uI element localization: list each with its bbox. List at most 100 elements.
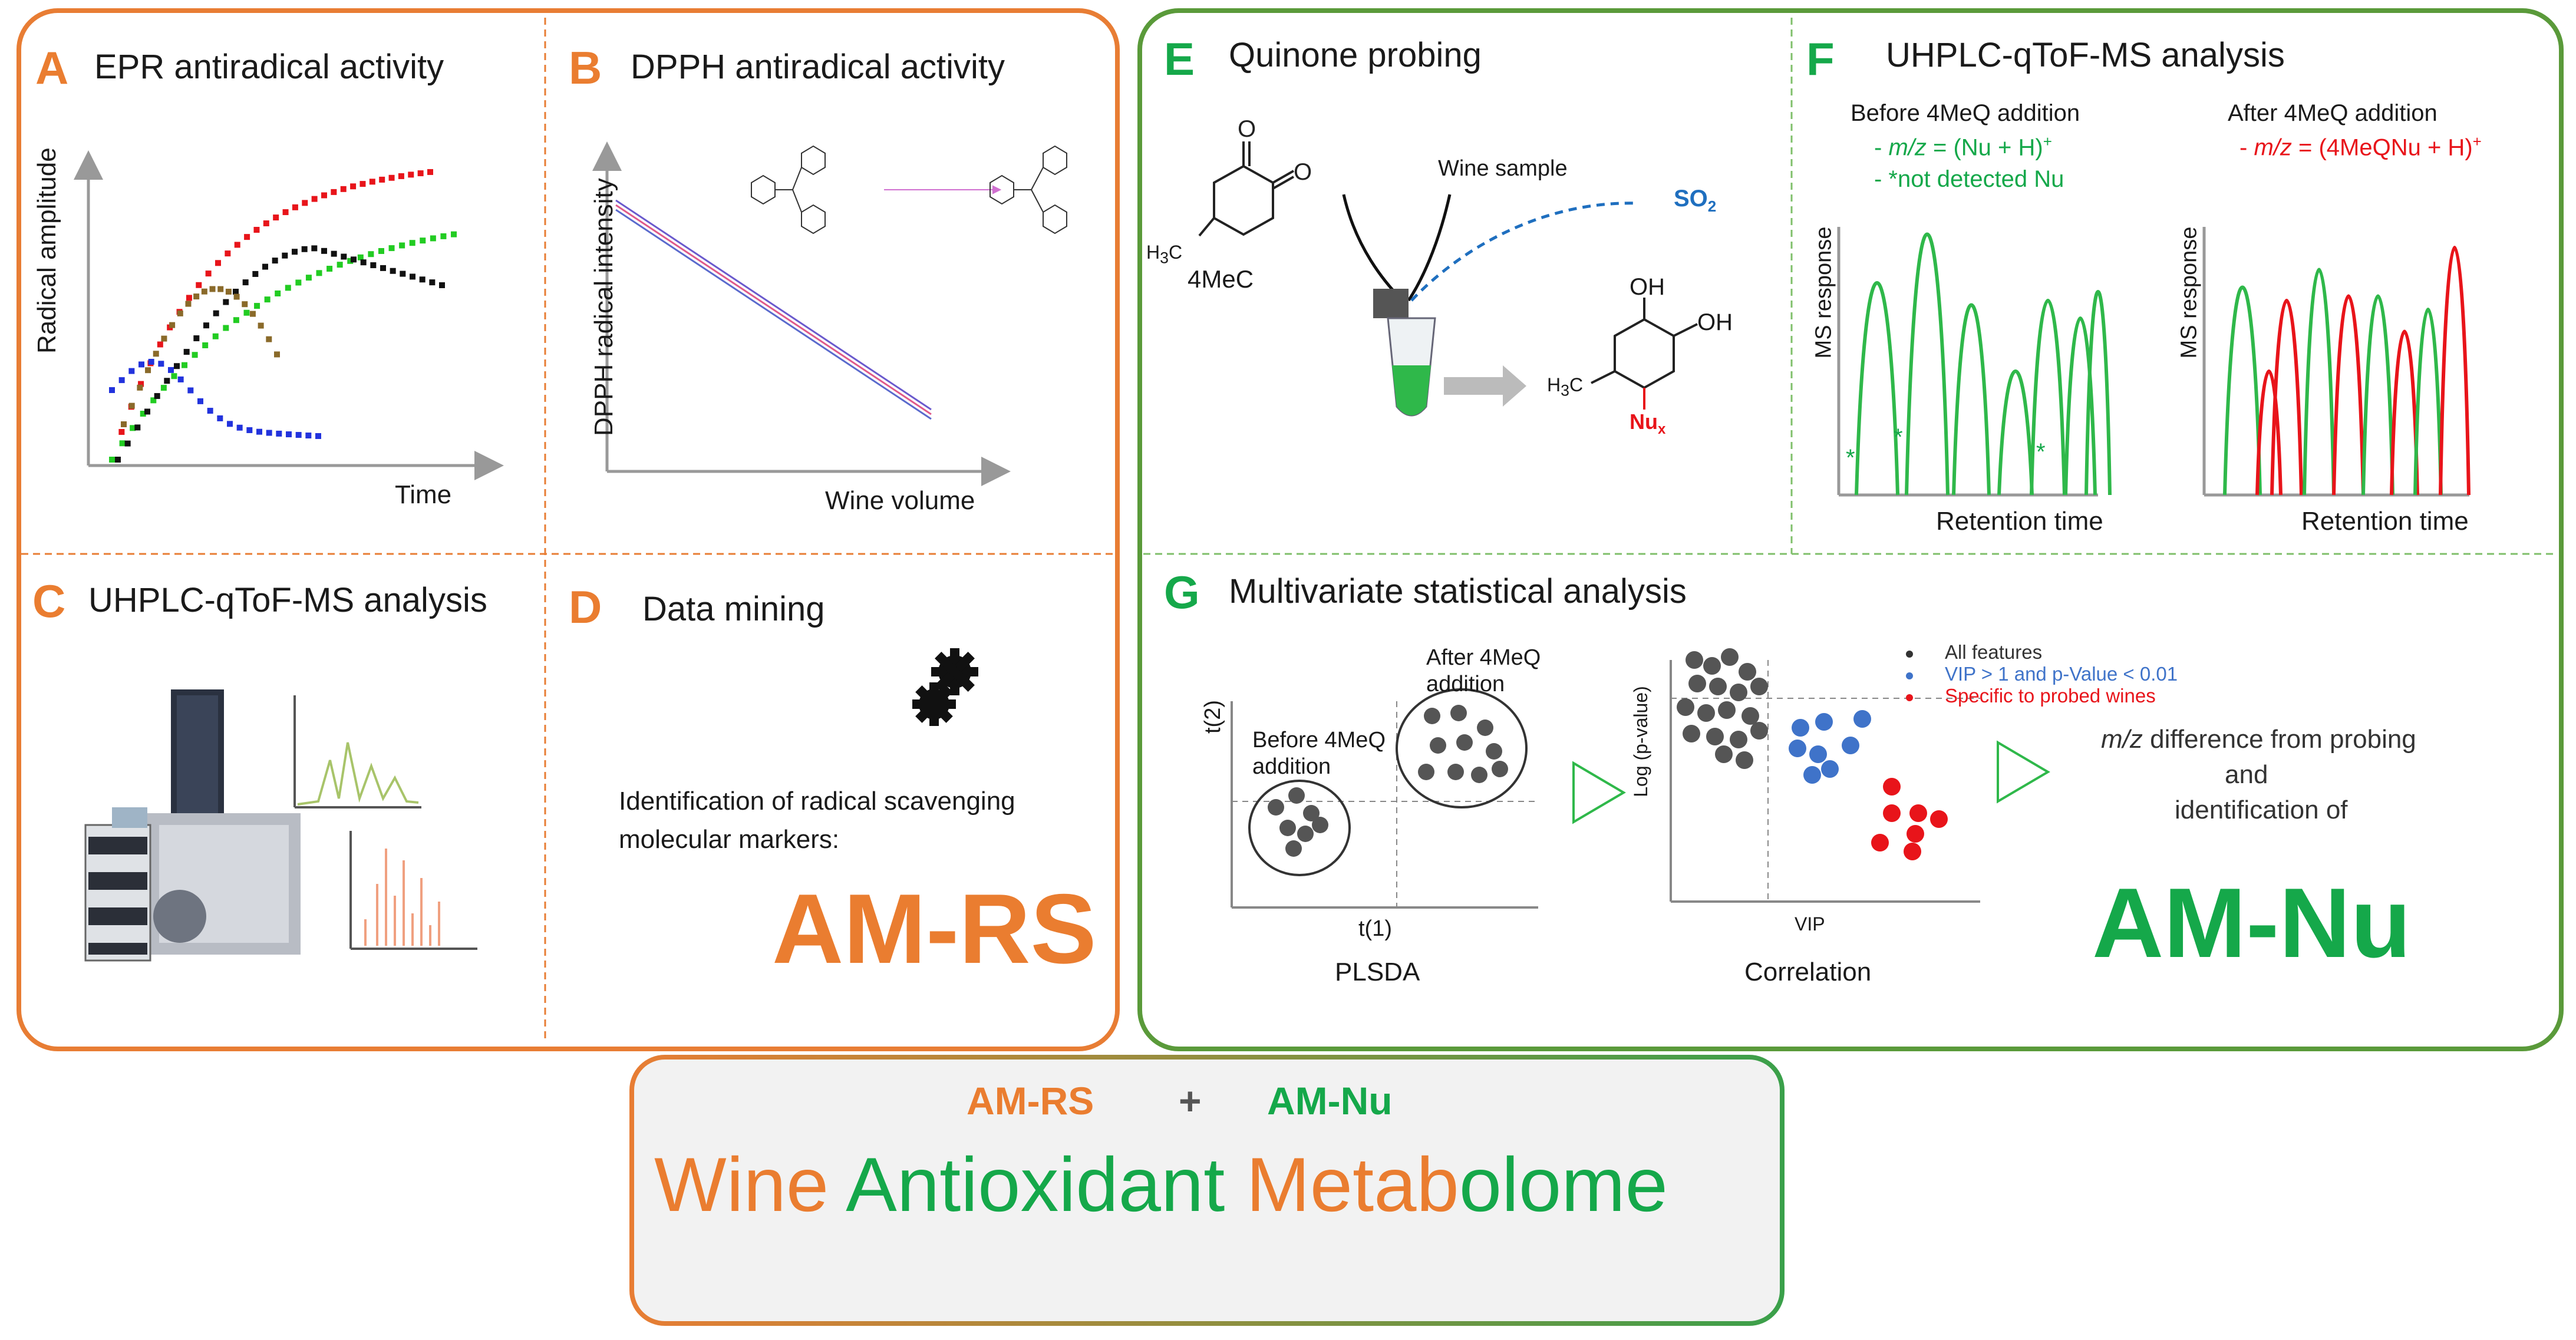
panel-b-xlabel: Wine volume (825, 486, 975, 515)
scatter-point (263, 220, 269, 227)
legend-vip: VIP > 1 and p-Value < 0.01 (1945, 663, 2178, 685)
identification-text: identification of (2175, 796, 2348, 824)
before-xlabel: Retention time (1936, 507, 2103, 536)
scatter-point (249, 311, 256, 317)
scatter-point (305, 275, 312, 281)
scatter-point (340, 186, 347, 192)
scatter-point (266, 430, 272, 436)
panel-d-text-line2: molecular markers: (619, 825, 840, 854)
chromatogram-icons (293, 695, 477, 950)
arrow-triangle-1 (1572, 761, 1626, 824)
scatter-point (205, 270, 212, 277)
scatter-point (360, 259, 367, 266)
scatter-point (236, 424, 243, 431)
wine-antioxidant-metabolome: Wine Antioxidant Metabolome (654, 1141, 1668, 1227)
am-nu-marker: AM-Nu (2092, 867, 2412, 978)
legend-specific: Specific to probed wines (1945, 685, 2156, 707)
scatter-point (177, 376, 184, 382)
before-note: - *not detected Nu (1874, 166, 2064, 192)
scatter-point (302, 200, 308, 206)
after-title: After 4MeQ addition (2228, 100, 2438, 126)
scatter-point (174, 363, 180, 369)
panel-d-text-line1: Identification of radical scavenging (619, 787, 1015, 816)
scatter-point (158, 361, 164, 367)
scatter-point (379, 176, 385, 183)
scatter-point (193, 293, 200, 300)
scatter-point (347, 258, 354, 264)
scatter-point (388, 245, 395, 252)
scatter-point (109, 457, 115, 463)
oh-label-1: OH (1630, 274, 1665, 300)
scatter-point (215, 260, 221, 266)
scatter-point (266, 336, 272, 342)
chromatogram-peak (1997, 369, 2034, 496)
before-group-label-2: addition (1252, 754, 1331, 779)
scatter-point (331, 189, 337, 195)
scatter-point (410, 273, 415, 280)
not-detected-star-1: * (1846, 445, 1855, 471)
not-detected-star-2: * (1894, 424, 1903, 450)
scatter-point (212, 333, 219, 339)
scatter-point (439, 282, 445, 289)
scatter-point (242, 279, 249, 286)
scatter-point (138, 381, 144, 387)
scatter-point (282, 209, 289, 216)
scatter-point (311, 196, 318, 202)
scatter-point (148, 358, 154, 365)
scatter-point (409, 240, 415, 246)
scatter-point (380, 265, 386, 271)
ms-instrument-image (84, 689, 301, 962)
scatter-point (430, 235, 436, 242)
chromatogram-peak (1855, 281, 1899, 496)
adduct-structure (1591, 298, 1698, 410)
scatter-point (233, 317, 239, 324)
scatter-point (134, 424, 141, 431)
summary-plus: + (1179, 1079, 1202, 1123)
chromatogram-peak (2413, 308, 2443, 496)
scatter-point (286, 431, 292, 438)
scatter-point (242, 301, 248, 308)
scatter-point (109, 387, 115, 393)
not-detected-star-3: * (2036, 439, 2046, 465)
plsda-plot (1231, 688, 1538, 909)
scatter-point (168, 367, 174, 373)
scatter-point (138, 361, 144, 368)
chromatogram-peak (2084, 290, 2112, 496)
scatter-point (311, 245, 318, 252)
svg-text:O: O (1238, 116, 1256, 142)
scatter-point (119, 440, 126, 447)
chromatogram-peak (2390, 329, 2419, 496)
panel-c-title: UHPLC-qToF-MS analysis (88, 581, 487, 619)
scatter-point (370, 262, 377, 269)
scatter-point (171, 373, 177, 379)
compound-4mec-label: 4MeC (1188, 265, 1254, 293)
scatter-point (154, 393, 160, 400)
scatter-point (275, 290, 281, 296)
scatter-point (197, 398, 203, 404)
scatter-point (185, 301, 192, 307)
before-group-label-1: Before 4MeQ (1252, 728, 1386, 752)
scatter-point (193, 335, 200, 342)
mz-difference-text: m/z difference from probing (2101, 725, 2416, 754)
scatter-point (192, 352, 198, 358)
scatter-point (124, 440, 131, 447)
scatter-point (196, 282, 202, 288)
after-group-label-2: addition (1426, 672, 1505, 697)
panel-e-letter: E (1164, 33, 1195, 85)
scatter-point (227, 421, 233, 427)
scatter-point (350, 183, 357, 190)
scatter-point (118, 428, 125, 435)
h3c-label-2: H3C (1547, 374, 1584, 400)
summary-am-nu: AM-Nu (1267, 1079, 1393, 1123)
scatter-point (252, 270, 259, 277)
chromatogram-peak (2303, 268, 2336, 496)
scatter-point (121, 421, 127, 427)
scatter-point (331, 250, 337, 257)
before-title: Before 4MeQ addition (1851, 100, 2080, 126)
svg-text:O: O (1294, 159, 1312, 185)
scatter-point (202, 342, 209, 348)
4mec-structure: O O (1198, 116, 1312, 237)
scatter-point (368, 251, 374, 258)
scatter-point (207, 408, 213, 414)
scatter-point (276, 430, 282, 437)
